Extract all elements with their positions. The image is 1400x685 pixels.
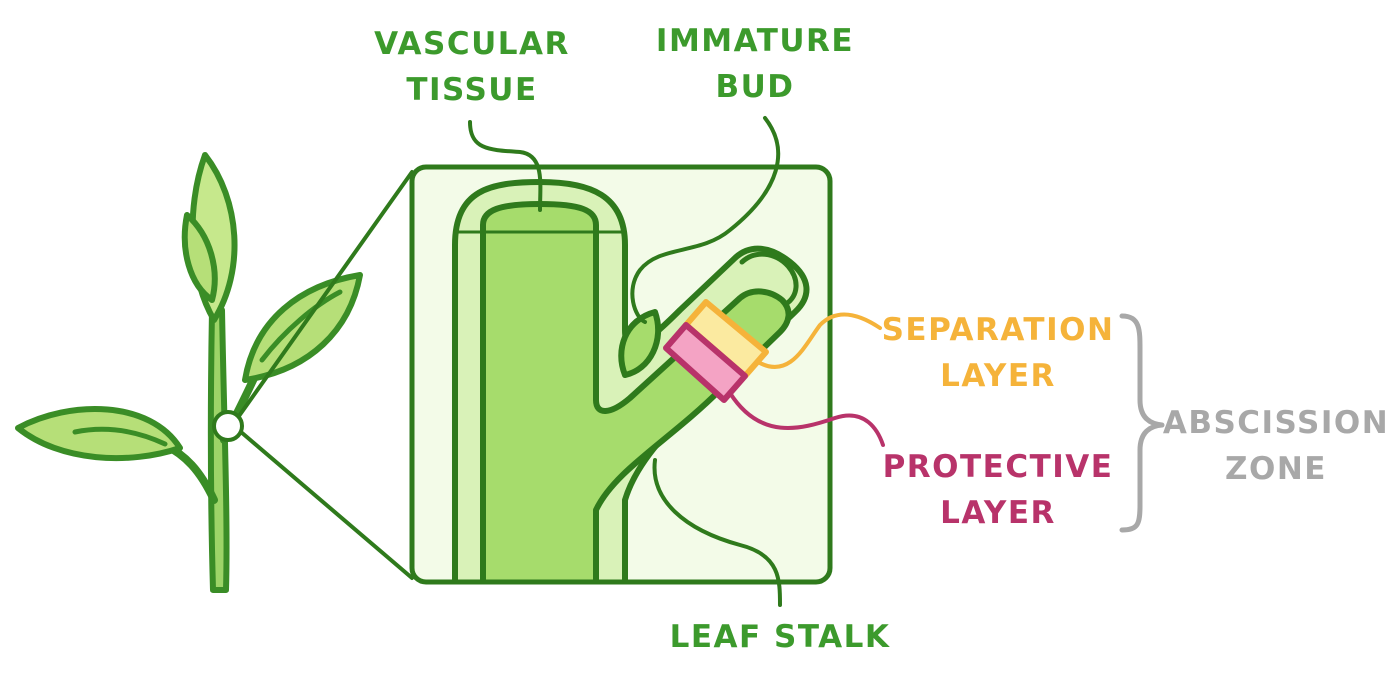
- abscission-bracket: [1119, 313, 1165, 533]
- upper-right-leaf-vein: [259, 289, 343, 363]
- leaf-stalk-leader: [652, 458, 782, 607]
- plant-illustration: [15, 152, 363, 593]
- zoom-circle: [212, 410, 244, 442]
- vascular-tissue-leader: [468, 120, 543, 212]
- abscission-zone-label: ABSCISSION ZONE: [1160, 400, 1392, 492]
- inset-frame: [409, 164, 833, 585]
- small-leaf: [181, 212, 218, 303]
- immature-bud: [618, 309, 662, 378]
- separation-layer-label: SEPARATION LAYER: [878, 307, 1118, 399]
- immature-bud-leader: [630, 116, 781, 324]
- protective-layer-band: [663, 322, 748, 403]
- protective-layer-line2: LAYER: [940, 495, 1056, 531]
- left-leaf: [15, 406, 183, 462]
- leader-lines: [468, 116, 885, 607]
- vascular-tissue-label: VASCULAR TISSUE: [372, 21, 572, 113]
- plant-stem: [207, 307, 230, 593]
- separation-layer-line2: LAYER: [940, 358, 1056, 394]
- vascular-tissue-line1: VASCULAR: [374, 26, 570, 62]
- vascular-tissue-line2: TISSUE: [406, 72, 538, 108]
- immature-bud-line2: BUD: [715, 69, 795, 105]
- leaf-stalk-label: LEAF STALK: [660, 614, 900, 660]
- separation-layer-leader: [756, 312, 882, 369]
- abscission-zone-line2: ZONE: [1225, 451, 1327, 487]
- separation-layer-line1: SEPARATION: [881, 312, 1115, 348]
- leaf-stalk-text: LEAF STALK: [669, 619, 891, 655]
- protective-layer-line1: PROTECTIVE: [882, 449, 1114, 485]
- immature-bud-line1: IMMATURE: [655, 23, 855, 59]
- leaf-stalk-tip: [739, 251, 799, 307]
- immature-bud-label: IMMATURE BUD: [650, 18, 860, 110]
- protective-layer-leader: [728, 391, 885, 447]
- zoom-lines: [237, 170, 414, 580]
- protective-layer-label: PROTECTIVE LAYER: [880, 444, 1116, 536]
- abscission-zone-line1: ABSCISSION: [1162, 405, 1390, 441]
- left-leaf-vein: [72, 426, 168, 447]
